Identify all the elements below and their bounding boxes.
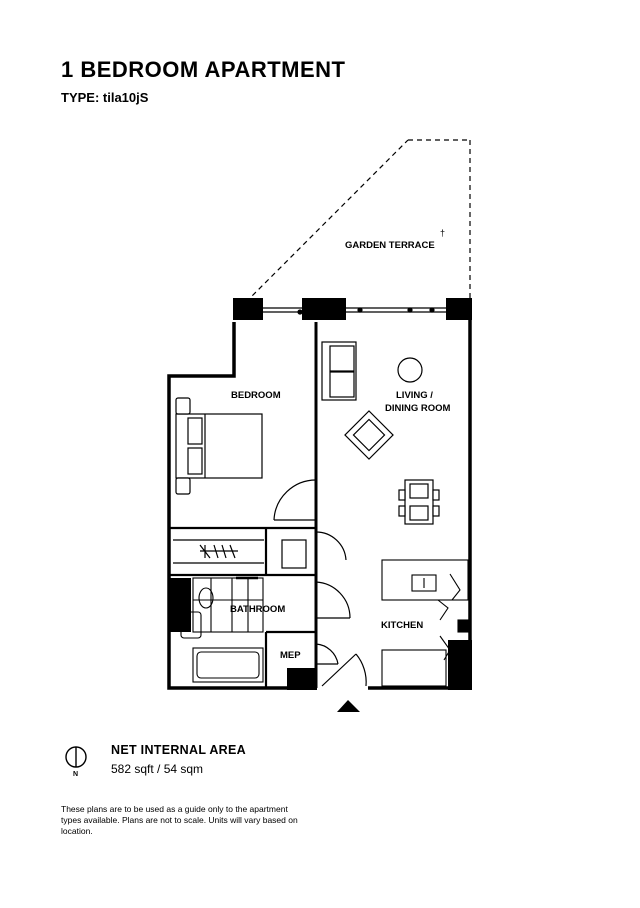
interior-walls xyxy=(169,526,316,688)
net-internal-area-value: 582 sqft / 54 sqm xyxy=(111,762,204,776)
bathroom-label: BATHROOM xyxy=(230,604,285,615)
wardrobe-icon xyxy=(173,539,264,564)
entry-arrow-icon xyxy=(337,700,360,712)
page-title: 1 BEDROOM APARTMENT xyxy=(61,57,346,82)
window-glazing xyxy=(263,307,446,315)
bedroom-label: BEDROOM xyxy=(231,390,281,401)
mep-label: MEP xyxy=(280,650,301,661)
armchair-icon xyxy=(344,410,394,460)
doors xyxy=(273,479,367,687)
disclaimer-text: These plans are to be used as a guide on… xyxy=(61,804,298,836)
garden-terrace-outline xyxy=(245,139,471,303)
living-label-line1: LIVING / xyxy=(396,390,433,401)
living-label-line2: DINING ROOM xyxy=(385,403,451,414)
dining-table-icon xyxy=(398,479,440,525)
structural-columns xyxy=(169,298,472,690)
garden-terrace-label: GARDEN TERRACE xyxy=(345,240,435,251)
north-compass-icon: N xyxy=(64,745,88,782)
kitchen-label: KITCHEN xyxy=(381,620,423,631)
bed-icon xyxy=(175,397,263,495)
kitchen-units xyxy=(381,559,469,687)
net-internal-area-title: NET INTERNAL AREA xyxy=(111,743,246,757)
apartment-type-label: TYPE: tila10jS xyxy=(61,90,149,105)
bathroom-fixtures xyxy=(180,576,264,683)
side-table-icon xyxy=(397,357,423,383)
cupboard-icon xyxy=(281,539,307,569)
sofa-icon xyxy=(321,341,357,401)
garden-terrace-mark: † xyxy=(440,228,445,238)
compass-letter: N xyxy=(73,771,78,777)
